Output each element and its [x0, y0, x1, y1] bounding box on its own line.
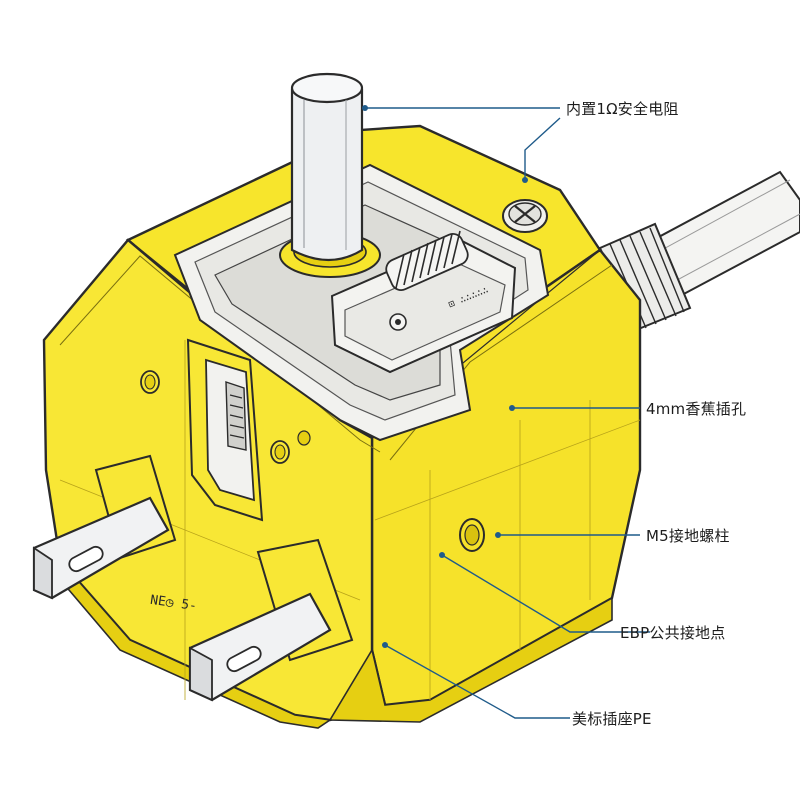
leader-line-ebp: [441, 554, 650, 633]
callout-us-socket-pe: 美标插座PE: [572, 710, 652, 728]
plug-blade-lower: [188, 538, 354, 702]
callout-banana-jack: 4mm香蕉插孔: [646, 400, 747, 418]
m5-grounding-post-hole: [459, 518, 485, 552]
callout-m5-post: M5接地螺柱: [646, 527, 730, 545]
us-socket-slot: [186, 338, 264, 522]
banana-jack-pin: [279, 72, 381, 278]
front-face-holes: [140, 370, 311, 464]
screw-icon: [502, 199, 548, 233]
plug-blade-upper: [32, 454, 177, 600]
leader-line-resistor-screw: [524, 117, 561, 180]
callout-lines: [365, 107, 650, 719]
callout-ebp-point: EBP公共接地点: [620, 624, 726, 642]
leader-line-pe: [384, 644, 570, 719]
callout-dots: [362, 105, 528, 648]
resistor-spring: [385, 230, 469, 291]
callout-resistor: 内置1Ω安全电阻: [566, 100, 679, 118]
resistor-module: ⊡ ∴∴∴∴∴: [330, 230, 517, 374]
